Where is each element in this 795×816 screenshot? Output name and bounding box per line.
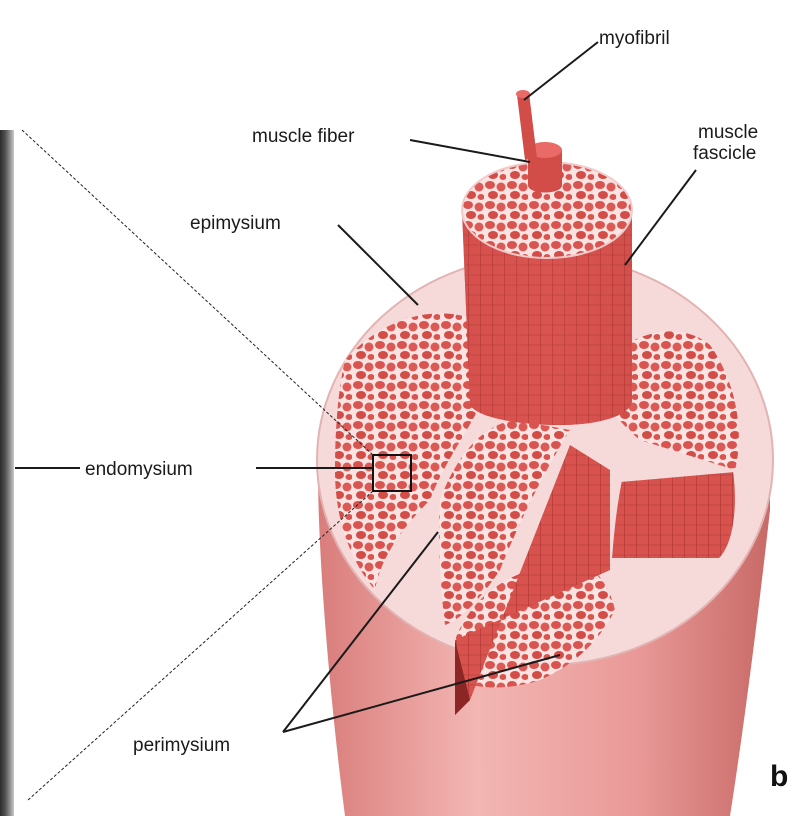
epimysium-label: epimysium	[190, 213, 281, 234]
muscle-fiber-label: muscle fiber	[252, 126, 354, 147]
perimysium-label: perimysium	[133, 735, 230, 756]
muscle-fascicle-label-line2: fascicle	[693, 143, 756, 164]
extracted-fascicle	[462, 162, 632, 425]
myofibril-label: myofibril	[599, 28, 670, 49]
endomysium-label: endomysium	[85, 459, 193, 480]
muscle-fascicle-label-line1: muscle	[698, 122, 758, 143]
panel-letter: b	[770, 760, 788, 794]
extracted-myofibril	[516, 90, 537, 160]
